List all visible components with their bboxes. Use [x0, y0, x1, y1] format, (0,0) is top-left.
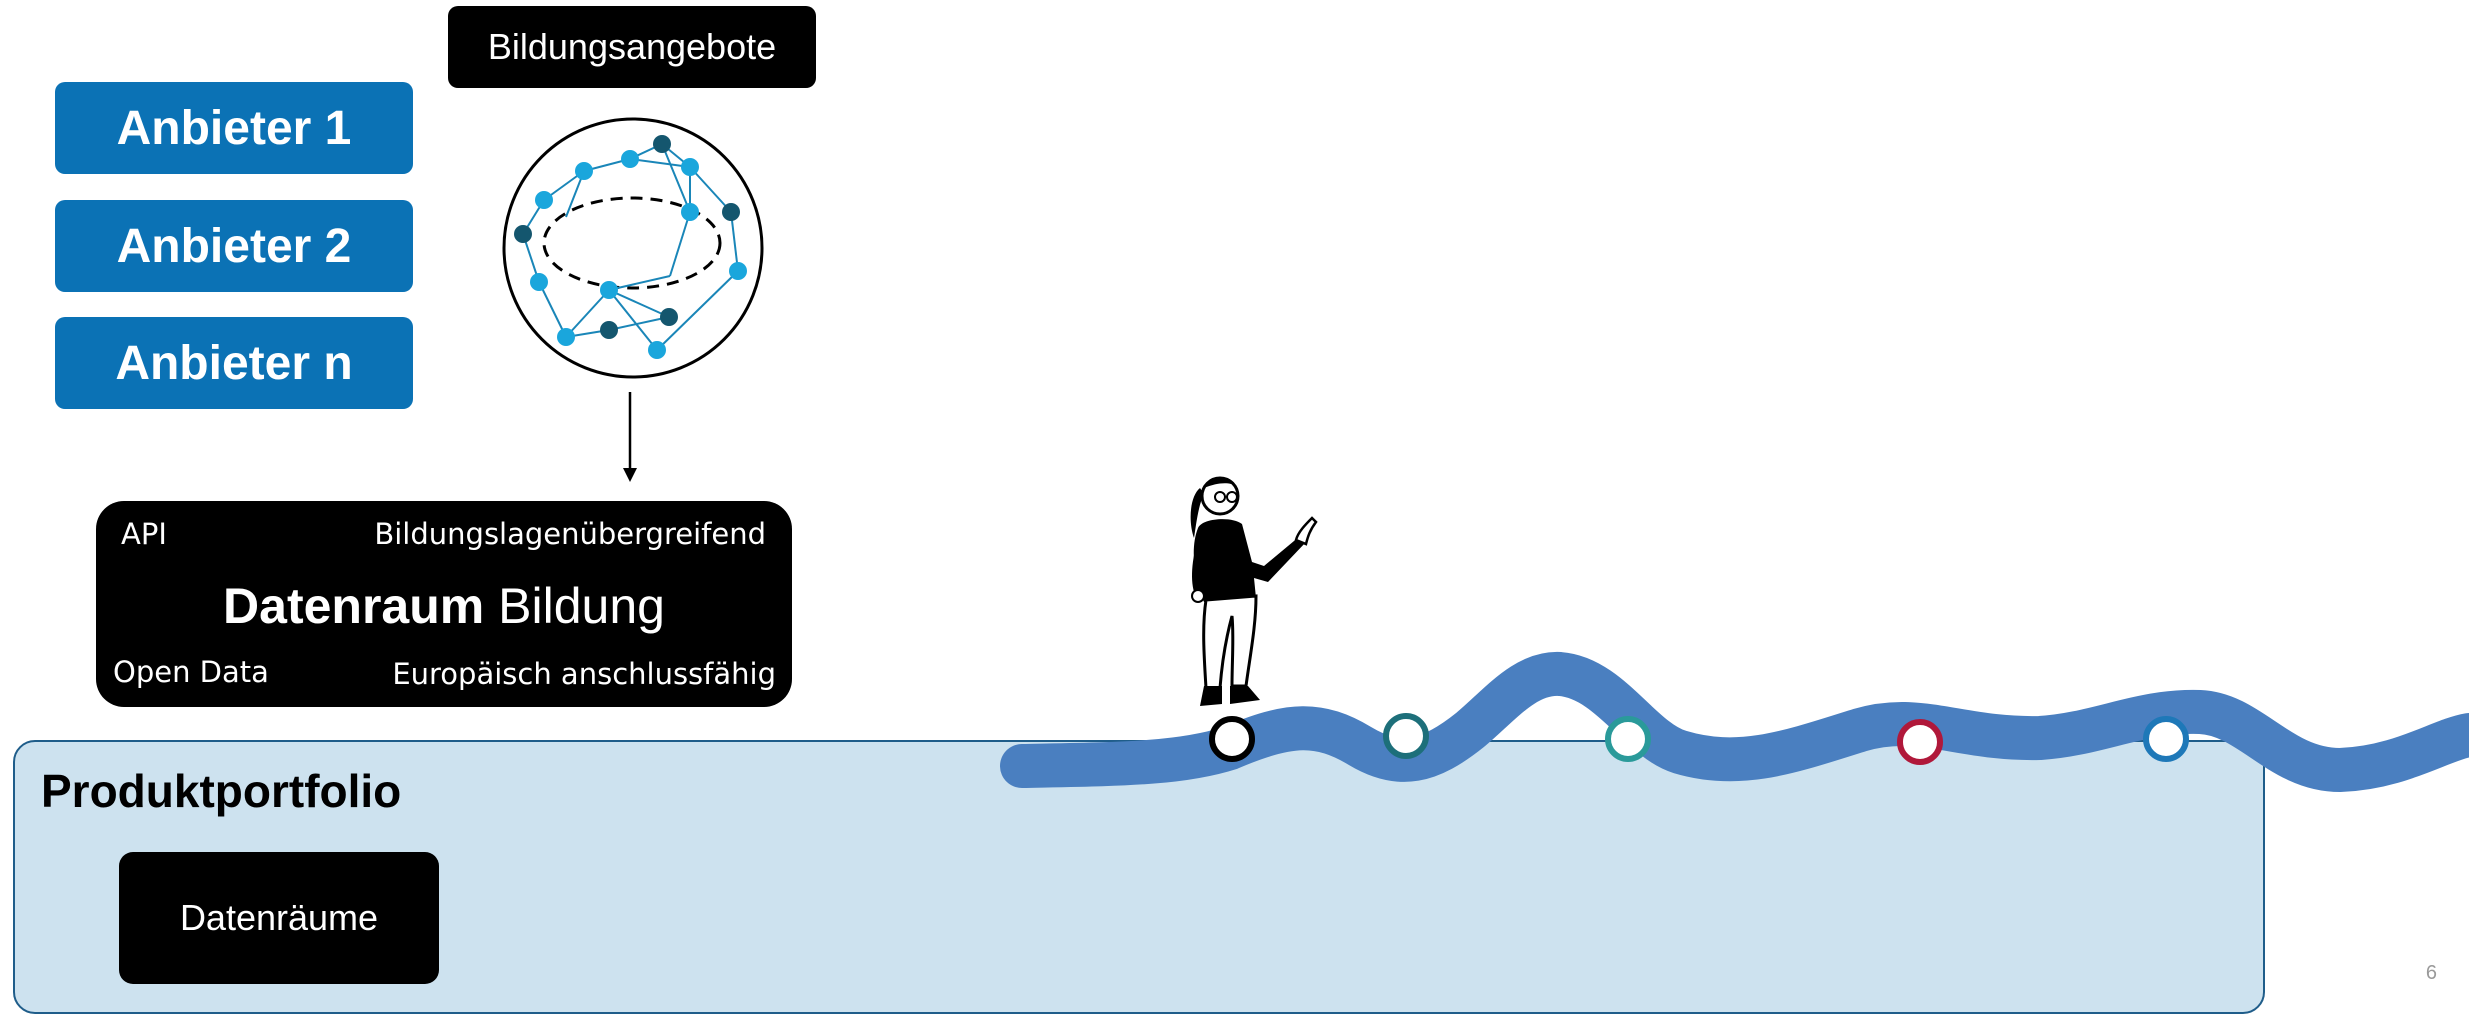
page-number: 6: [2426, 962, 2437, 985]
milestone-4: [1900, 722, 1940, 762]
milestone-3: [1608, 719, 1648, 759]
milestone-2: [1386, 716, 1426, 756]
person-figure-icon: [1160, 466, 1320, 728]
milestone-5: [2146, 719, 2186, 759]
